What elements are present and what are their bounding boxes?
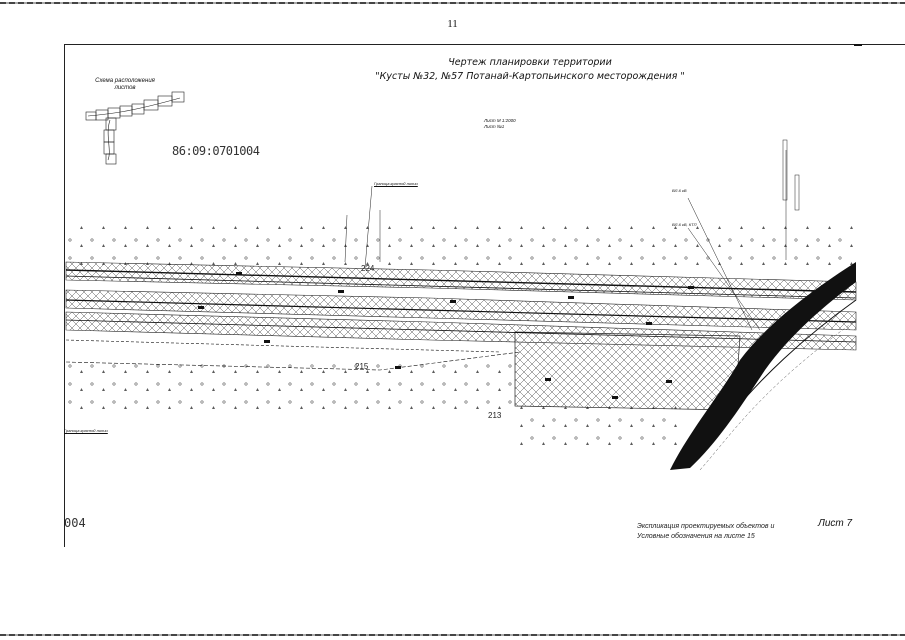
corridor-band-2 (65, 289, 857, 331)
red-line-label-top: Граница красной линии (374, 181, 418, 186)
marker-6 (688, 286, 694, 289)
leader-b (687, 227, 761, 331)
page-bottom-edge (0, 634, 905, 636)
marker-1 (198, 306, 204, 309)
point-label-b: ВЛ-6 кВ, КТП (672, 222, 697, 227)
spot-height-224: 224 (361, 264, 375, 273)
scheme-label: Схема расположения листов (90, 78, 160, 92)
leader-a (687, 197, 753, 331)
page-top-edge (0, 2, 905, 4)
sheet-label: Лист 7 (818, 518, 853, 529)
pad-area (514, 331, 741, 411)
vegetation-area-top (66, 225, 856, 265)
access-road-edge (734, 299, 857, 411)
text-stub-1 (782, 139, 788, 201)
spot-height-215: 215 (355, 362, 369, 371)
scale-note: Лист М 1:2000 Лист №1 (484, 118, 516, 130)
road-line-4 (65, 319, 857, 343)
marker-10 (545, 378, 551, 381)
marker-3 (338, 290, 344, 293)
location-scheme (85, 91, 185, 165)
page-number: 11 (447, 18, 458, 30)
scheme-label-line1: Схема расположения (95, 78, 155, 84)
drawing-title: Чертеж планировки территории "Кусты №32,… (340, 56, 720, 84)
legend-line2: Условные обозначения на листе 15 (637, 533, 755, 540)
red-line-label-left: Граница красной линии (64, 428, 108, 433)
marker-9 (395, 366, 401, 369)
point-label-a: ВЛ-6 кВ (672, 188, 687, 193)
legend-note: Экспликация проектируемых объектов и Усл… (637, 522, 774, 542)
frame-corner-mark (854, 44, 862, 46)
access-road (670, 262, 856, 470)
vegetation-area-lower (520, 405, 680, 445)
leader-red-line (364, 185, 373, 269)
text-stub-2 (794, 174, 800, 211)
drawing-frame (64, 44, 905, 547)
marker-4 (450, 300, 456, 303)
road-line-1 (65, 269, 857, 293)
drawing-title-line1: Чертеж планировки территории (448, 57, 612, 68)
vegetation-area-bottom (66, 355, 516, 415)
road-line-5 (65, 339, 501, 353)
drawing-title-line2: "Кусты №32, №57 Потанай-Картопьинского м… (375, 71, 685, 82)
spot-height-213: 213 (488, 411, 502, 420)
scale-line2: Лист №1 (484, 124, 505, 129)
access-road-outer (699, 319, 857, 471)
scheme-label-line2: листов (114, 85, 136, 91)
marker-11 (612, 396, 618, 399)
marker-2 (236, 272, 242, 275)
marker-7 (646, 322, 652, 325)
marker-8 (264, 340, 270, 343)
leader-vertical-3 (344, 214, 348, 263)
road-line-3 (65, 299, 857, 323)
marker-12 (666, 380, 672, 383)
scale-line1: Лист М 1:2000 (484, 118, 516, 123)
legend-line1: Экспликация проектируемых объектов и (637, 523, 775, 530)
marker-5 (568, 296, 574, 299)
cadastral-number: 86:09:0701004 (172, 144, 260, 158)
redline-left (65, 351, 521, 371)
road-line-2 (65, 275, 857, 299)
cadastral-number-fragment: 004 (64, 516, 86, 530)
